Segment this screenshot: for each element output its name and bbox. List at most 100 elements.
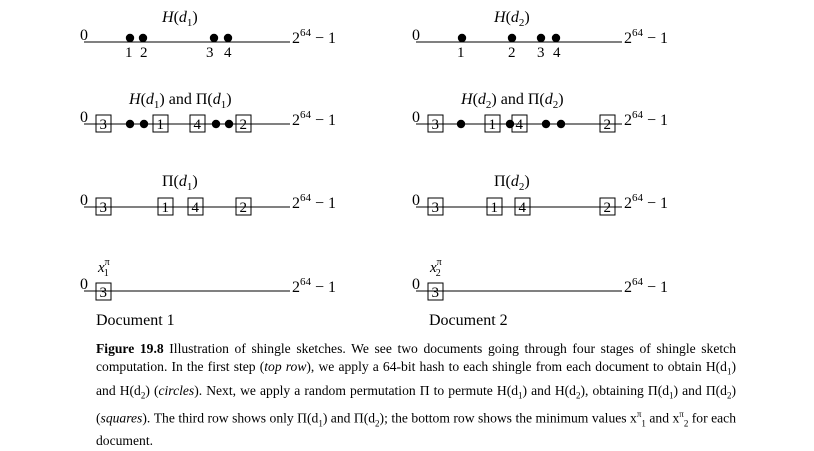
row4-axis-start-label: 0 [412,276,420,293]
perm-square-2-label: 1 [157,117,165,133]
subscript: 2 [375,417,380,428]
row3-axis-start-label: 0 [80,192,88,209]
min-square-label: 3 [100,285,108,301]
perm-square-3-label: 4 [192,200,200,216]
min-square-box [95,282,112,301]
row3-axis-start-label: 0 [412,192,420,209]
row2-axis-end-label: 264 − 1 [292,109,336,129]
row2-axis-end-label: 264 − 1 [624,109,668,129]
row1-axis-end-label: 264 − 1 [292,27,336,47]
hash-index-3: 3 [206,45,214,61]
row3-axis-end-label: 264 − 1 [624,192,668,212]
row4-axis-end-label: 264 − 1 [624,276,668,296]
hash-index-3: 3 [537,45,545,61]
document-1-label: Document 1 [96,312,175,329]
perm-square-2-label: 1 [162,200,170,216]
row4-axis-end-label: 264 − 1 [292,276,336,296]
hash-index-2: 2 [508,45,516,61]
caption-text: ), obtaining Π(d [580,382,670,398]
hash-index-4: 4 [224,45,232,61]
perm-square-2-box [152,114,169,133]
hash-circle-3 [211,119,221,129]
perm-square-4-box [235,197,252,216]
row3-title: Π(d2) [494,173,530,193]
perm-square-1-label: 3 [432,200,440,216]
min-square-label: 3 [432,285,440,301]
perm-square-2-box [484,114,501,133]
hash-circle-3 [541,119,551,129]
row3-title: Π(d1) [162,173,198,193]
caption-label: Figure 19.8 [96,341,170,356]
perm-square-2-label: 1 [491,200,499,216]
caption-text: ) ( [145,382,159,398]
caption-text: ) and Π(d [322,410,376,426]
subscript: 2 [575,390,581,401]
hash-circle-3 [209,33,219,43]
min-square-box [427,282,444,301]
hash-circle-2 [138,33,148,43]
perm-square-1-box [427,197,444,216]
hash-index-4: 4 [553,45,561,61]
perm-square-1-box [95,197,112,216]
hash-circle-4 [223,33,233,43]
caption-text: ); the bottom row shows the minimum valu… [379,410,637,426]
caption-text: and x [645,410,680,426]
perm-square-3-box [187,197,204,216]
hash-index-2: 2 [140,45,148,61]
row2-axis-start-label: 0 [80,109,88,126]
perm-square-4-label: 2 [604,117,612,133]
hash-circle-4 [556,119,566,129]
caption-emphasis: squares [100,410,143,426]
row1-axis-start-label: 0 [80,27,88,44]
hash-circle-3 [536,33,546,43]
caption-text: ), we apply a 64-bit hash to each shingl… [306,359,727,375]
superscript: π [679,408,684,419]
perm-square-1-label: 3 [100,117,108,133]
row1-axis-end-label: 264 − 1 [624,27,668,47]
subscript: 2 [726,390,732,401]
subscript: 2 [683,417,689,428]
perm-square-3-label: 4 [194,117,202,133]
hash-circle-1 [456,119,466,129]
caption-emphasis: top row [264,359,307,375]
superscript: π [636,408,642,419]
caption-text: ). Next, we apply a random permutation Π… [194,382,519,398]
subscript: 1 [726,367,732,378]
perm-square-3-box [189,114,206,133]
subscript: 1 [669,390,674,401]
figure-caption: Figure 19.8 Illustration of shingle sket… [96,340,736,451]
document-2-label: Document 2 [429,312,508,329]
subscript: 1 [318,417,323,428]
hash-circle-1 [457,33,467,43]
hash-circle-2 [505,119,515,129]
perm-square-3-box [511,114,528,133]
perm-square-2-box [486,197,503,216]
subscript: 2 [140,390,146,401]
hash-circle-4 [551,33,561,43]
perm-square-4-box [599,197,616,216]
row3-axis-end-label: 264 − 1 [292,192,336,212]
hash-circle-1 [125,33,135,43]
subscript: 1 [518,390,523,401]
caption-text: Illustration of shingle sketches. We see… [96,341,736,375]
perm-square-1-box [427,114,444,133]
perm-square-1-box [95,114,112,133]
row2-title: H(d1) and Π(d1) [128,91,232,111]
caption-text: ). The third row shows only Π(d [142,410,319,426]
row1-axis-start-label: 0 [412,27,420,44]
caption-text: ) and H(d [96,359,736,398]
row1-title: H(d2) [493,9,530,29]
perm-square-2-box [157,197,174,216]
perm-square-4-box [599,114,616,133]
perm-square-3-label: 4 [519,200,527,216]
caption-text: ) and Π(d [673,382,727,398]
perm-square-4-label: 2 [240,200,248,216]
row4-axis-start-label: 0 [80,276,88,293]
subscript: 1 [641,417,646,428]
row1-title: H(d1) [161,9,198,29]
hash-circle-2 [507,33,517,43]
caption-text: ) ( [96,382,736,426]
